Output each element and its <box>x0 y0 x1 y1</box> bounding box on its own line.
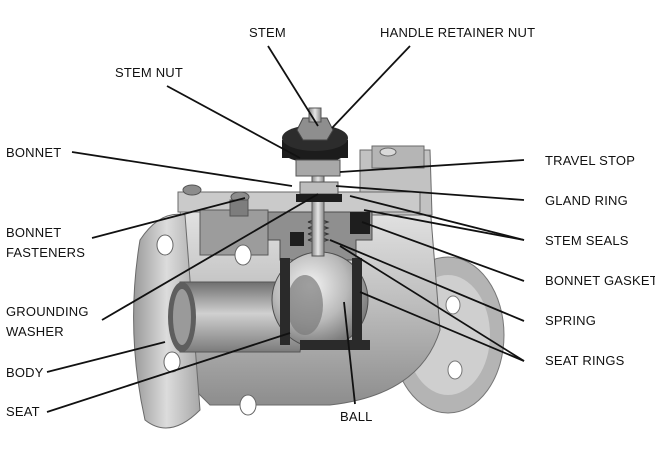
leader-bonnet-fasteners <box>91 197 246 239</box>
leader-grounding-washer <box>101 193 319 321</box>
label-handle-retainer-nut: HANDLE RETAINER NUT <box>380 25 536 40</box>
bore <box>168 281 303 353</box>
label-gland-ring: GLAND RING <box>545 193 628 208</box>
leader-gland-ring <box>335 185 525 201</box>
leader-seat <box>46 332 291 413</box>
label-seat-rings: SEAT RINGS <box>545 353 625 368</box>
leader-stem-nut <box>166 85 301 159</box>
leader-seat-rings-b <box>339 245 525 362</box>
label-stem-nut: STEM NUT <box>115 65 184 80</box>
label-bonnet-fasteners-line2: FASTENERS <box>6 245 86 260</box>
leader-bonnet <box>71 151 293 187</box>
label-bonnet: BONNET <box>6 145 62 160</box>
leader-bonnet-gasket <box>361 221 525 282</box>
leader-lines <box>46 45 525 413</box>
leader-travel-stop <box>339 159 525 173</box>
label-stem: STEM <box>249 25 286 40</box>
label-grounding-washer-line1: GROUNDING <box>6 304 89 319</box>
left-flange <box>133 213 257 429</box>
stem-stack <box>290 167 370 257</box>
stem-nut-shapes <box>282 107 348 177</box>
bonnet-block <box>177 184 421 256</box>
leader-ball <box>343 301 356 405</box>
leader-handle-retainer-nut <box>331 45 411 129</box>
label-seat: SEAT <box>6 404 40 419</box>
leader-stem-seals-a <box>363 209 525 241</box>
leader-spring <box>329 239 525 322</box>
label-ball: BALL <box>340 409 373 424</box>
label-spring: SPRING <box>545 313 597 328</box>
label-bonnet-fasteners-line1: BONNET <box>6 225 62 240</box>
leader-body <box>46 341 166 373</box>
label-grounding-washer-line2: WASHER <box>6 324 64 339</box>
leader-seat-rings-a <box>359 291 525 362</box>
label-bonnet-gasket: BONNET GASKET <box>545 273 655 288</box>
ball-shape <box>271 251 369 349</box>
leader-stem <box>267 45 319 127</box>
leader-stem-seals-b <box>349 195 525 241</box>
label-body: BODY <box>6 365 44 380</box>
label-travel-stop: TRAVEL STOP <box>545 153 636 168</box>
label-stem-seals: STEM SEALS <box>545 233 629 248</box>
seat-ring-shapes <box>280 258 370 350</box>
